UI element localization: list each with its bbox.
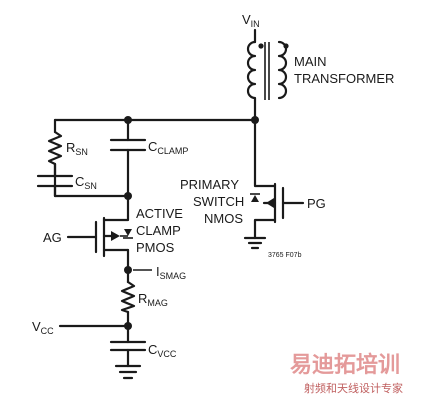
transformer-label-line1: MAIN [294, 54, 327, 69]
active-clamp-label-line3: PMOS [136, 240, 175, 255]
primary-switch-label-line1: PRIMARY [180, 177, 239, 192]
junction-dots [124, 116, 259, 330]
polarity-dot-secondary [283, 43, 289, 49]
vin-label: VIN [242, 12, 260, 29]
active-clamp-label-line2: CLAMP [136, 223, 181, 238]
watermark-tagline: 射频和天线设计专家 [304, 381, 403, 395]
ag-label: AG [43, 230, 62, 245]
primary-switch-nmos-symbol [250, 181, 285, 224]
main-transformer-symbol [246, 40, 289, 102]
ground-symbol-cvcc [114, 364, 142, 380]
ground-symbol-nmos [243, 236, 267, 250]
active-clamp-pmos-symbol [94, 214, 133, 258]
primary-switch-label-line2: SWITCH [193, 194, 244, 209]
csn-capacitor-symbol [36, 162, 74, 198]
junction-dot-top-left [124, 116, 132, 124]
watermark-brand: 易迪拓培训 [290, 352, 400, 378]
cvcc-capacitor-symbol [109, 340, 147, 352]
junction-dot-vcc [124, 322, 132, 330]
cvcc-label: CVCC [148, 342, 177, 359]
junction-dot-ismag [124, 266, 132, 274]
csn-label: CSN [75, 174, 97, 191]
ismag-label: ISMAG [156, 264, 186, 281]
figure-code-label: 3765 F07b [268, 252, 302, 259]
primary-switch-label-line3: NMOS [204, 211, 243, 226]
junction-dot-snubber [124, 192, 132, 200]
cclamp-label: CCLAMP [148, 139, 188, 156]
junction-dot-top-right [251, 116, 259, 124]
vcc-label: VCC [32, 319, 54, 336]
pg-label: PG [307, 196, 326, 211]
rmag-resistor-symbol [120, 280, 136, 314]
rsn-resistor-symbol [47, 130, 63, 174]
transformer-label-line2: TRANSFORMER [294, 71, 394, 86]
rmag-label: RMAG [138, 291, 168, 308]
active-clamp-label-line1: ACTIVE [136, 206, 183, 221]
rsn-label: RSN [66, 140, 88, 157]
cclamp-capacitor-symbol [109, 138, 147, 152]
polarity-dot-primary [258, 43, 264, 49]
watermark-logo: 易迪拓培训 射频和天线设计专家 [290, 352, 403, 395]
